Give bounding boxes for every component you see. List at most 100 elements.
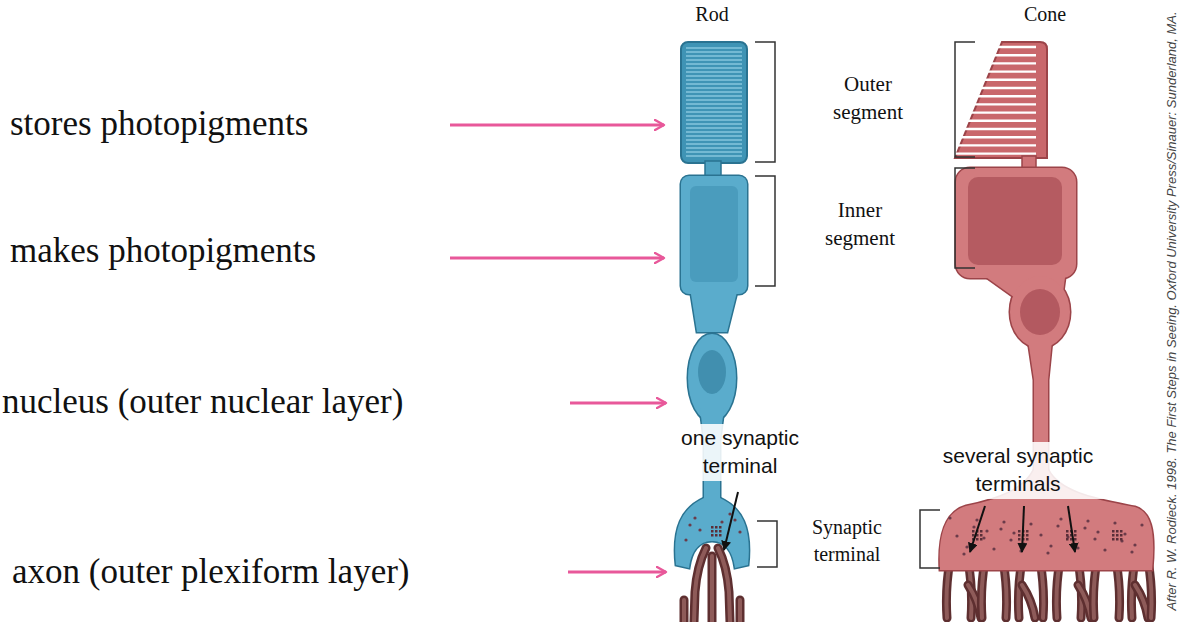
disc-stroke	[686, 131, 742, 132]
disc-stroke	[686, 51, 742, 52]
vesicle	[1002, 520, 1005, 523]
disc-gap	[987, 62, 1036, 64]
ribbon	[719, 530, 722, 533]
disc-stroke	[686, 87, 742, 88]
ribbon	[1112, 534, 1115, 537]
disc-stroke	[686, 155, 742, 156]
bracket	[955, 42, 975, 157]
disc-stroke	[686, 135, 742, 136]
cone-body	[940, 168, 1154, 570]
cone-body-outline	[940, 168, 1154, 570]
ribbon	[1116, 538, 1119, 541]
disc-stroke	[686, 71, 742, 72]
pointer-arrow	[568, 571, 666, 574]
function-label: nucleus (outer nuclear layer)	[2, 382, 403, 422]
ribbon	[1120, 538, 1123, 541]
disc-stroke	[686, 127, 742, 128]
cone-outer-segment	[955, 42, 1047, 158]
bracket	[920, 510, 940, 568]
disc-gap	[966, 120, 1036, 122]
vesicle	[965, 545, 968, 548]
rod-discs	[686, 48, 742, 156]
disc-stroke	[686, 67, 742, 68]
vesicle	[1012, 531, 1015, 534]
ribbon	[1018, 534, 1021, 537]
dendrite-outline	[680, 600, 689, 622]
disc-gap	[969, 111, 1036, 113]
ribbon	[715, 530, 718, 533]
disc-gap	[954, 152, 1036, 154]
dendrite-outline	[1135, 585, 1148, 618]
ribbon	[1066, 538, 1069, 541]
pink-arrows	[450, 125, 666, 572]
vesicle	[1140, 523, 1143, 526]
vesicle	[982, 536, 985, 539]
ribbon	[1066, 534, 1069, 537]
vesicle	[693, 516, 696, 519]
disc-stroke	[686, 75, 742, 76]
disc-stroke	[686, 55, 742, 56]
disc-stroke	[686, 47, 742, 48]
ribbon	[1066, 530, 1069, 533]
vesicle	[1029, 522, 1032, 525]
disc-gap	[981, 79, 1036, 81]
leader-arrow	[1022, 506, 1024, 552]
vesicle	[975, 518, 978, 521]
vesicle	[1009, 538, 1012, 541]
ribbon	[1112, 530, 1115, 533]
cone-discs	[954, 47, 1036, 154]
bracket	[757, 521, 777, 567]
disc-stroke	[686, 63, 742, 64]
disc-stroke	[686, 103, 742, 104]
ribbon	[711, 530, 714, 533]
disc-stroke	[686, 143, 742, 144]
function-label: stores photopigments	[10, 104, 308, 144]
cone-cell	[940, 42, 1154, 618]
ribbon	[1074, 538, 1077, 541]
vesicle	[1133, 543, 1136, 546]
vesicle	[1113, 521, 1116, 524]
disc-stroke	[686, 119, 742, 120]
vesicle	[985, 529, 988, 532]
ribbon	[980, 534, 983, 537]
vesicle	[999, 527, 1002, 530]
vesicle	[1093, 537, 1096, 540]
function-label: axon (outer plexiform layer)	[12, 552, 409, 592]
dendrite-outline	[694, 548, 706, 622]
disc-gap	[960, 136, 1036, 138]
vesicle	[688, 523, 691, 526]
cell-title: Rod	[695, 1, 728, 28]
cell-title: Cone	[1024, 1, 1066, 28]
vesicle	[684, 538, 687, 541]
disc-stroke	[686, 123, 742, 124]
disc-stroke	[686, 95, 742, 96]
ribbon	[719, 526, 722, 529]
vesicle	[1076, 546, 1079, 549]
vesicle	[1059, 517, 1062, 520]
ribbon	[1026, 534, 1029, 537]
dendrite-outline	[708, 556, 717, 622]
ribbon	[1112, 538, 1115, 541]
disc-stroke	[686, 151, 742, 152]
dendrite	[718, 548, 730, 622]
vesicle	[1103, 548, 1106, 551]
vesicle	[1096, 530, 1099, 533]
disc-stroke	[686, 59, 742, 60]
disc-gap	[975, 95, 1036, 97]
ribbon	[719, 534, 722, 537]
dendrite	[694, 548, 706, 622]
ribbon	[1120, 534, 1123, 537]
callout-label: several synaptic terminals	[920, 442, 1116, 499]
disc-stroke	[686, 83, 742, 84]
vesicle	[733, 518, 736, 521]
dendrite	[1022, 585, 1035, 618]
ribbon	[711, 526, 714, 529]
rod-body-outline	[675, 176, 749, 568]
vesicle	[728, 512, 731, 515]
vesicle	[992, 547, 995, 550]
leader-arrows	[724, 492, 1075, 552]
vesicle	[1130, 550, 1133, 553]
disc-stroke	[686, 115, 742, 116]
ribbon	[1018, 530, 1021, 533]
